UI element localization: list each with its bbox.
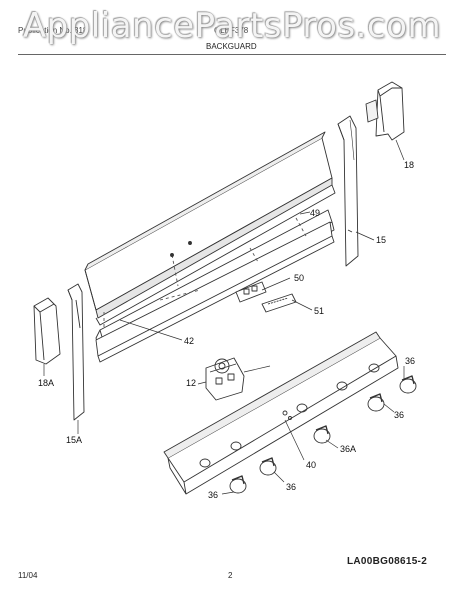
left-side-trim [67,283,85,421]
part-label-40: 40 [306,460,316,470]
footer-page-number: 2 [228,571,233,580]
knob-36-mid [367,393,385,412]
connector-50 [235,281,267,303]
part-label-50: 50 [294,273,304,283]
right-side-trim [337,115,359,267]
part-label-15A: 15A [66,435,82,445]
knob-36-low-left [229,475,247,494]
footer-date: 11/04 [18,571,38,580]
knob-36-right [399,375,417,394]
left-end-cap [33,297,61,365]
knob-36A [313,425,331,444]
control-panel-40 [163,331,399,495]
part-label-42: 42 [184,336,194,346]
right-end-cap [365,81,405,141]
part-label-18: 18 [404,160,414,170]
diagram-code: LA00BG08615-2 [347,556,428,567]
part-label-18A: 18A [38,378,54,388]
part-label-51: 51 [314,306,324,316]
model-number: GLEF378 [214,26,249,35]
publication-number: Publication No. 318 [18,26,88,35]
section-title: BACKGUARD [206,42,257,51]
part-label-36-right: 36 [405,356,415,366]
thermostat-12 [205,357,271,401]
header-rule [18,54,446,55]
part-label-12: 12 [186,378,196,388]
knob-36-low-right [259,457,277,476]
switch-51 [261,293,297,313]
part-label-36A: 36A [340,444,356,454]
part-label-36-low-left: 36 [208,490,218,500]
watermark: AppliancePartsPros.com [22,6,442,46]
lower-rail [95,221,335,363]
part-label-49: 49 [310,208,320,218]
backguard-panel [84,131,336,326]
part-label-36-low-right: 36 [286,482,296,492]
part-label-15: 15 [376,235,386,245]
part-label-36-mid: 36 [394,410,404,420]
